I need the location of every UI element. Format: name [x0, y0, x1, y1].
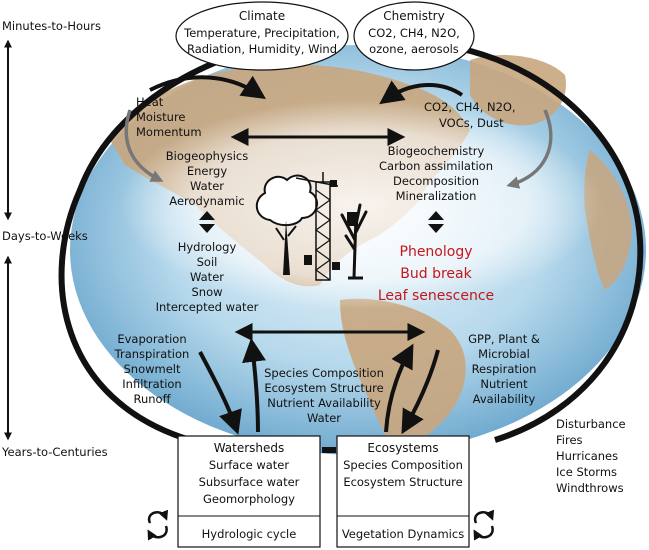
biogeophysics-block: Biogeophysics Energy Water Aerodynamic [166, 149, 248, 208]
europe-africa-landmass [584, 150, 632, 290]
flux-tower-icon [295, 172, 340, 281]
leafy-tree-icon [255, 174, 318, 275]
hydrology-block: Hydrology Soil Water Snow Intercepted wa… [156, 240, 259, 314]
outer-cycle-ring-right [457, 45, 644, 443]
nutrient-availability-label: Nutrient Availability [267, 396, 381, 410]
microbial-label: Microbial [478, 347, 530, 361]
biogeochemistry-mineralization: Mineralization [396, 189, 477, 203]
ecosystems-box: Ecosystems Species Composition Ecosystem… [336, 435, 470, 548]
disturbance-ice-storms: Ice Storms [556, 465, 617, 479]
chemistry-line-1: CO2, CH4, N2O, [368, 26, 460, 40]
hydrology-title: Hydrology [178, 240, 237, 254]
trace-gas-flux-arrow [506, 109, 553, 189]
hydrologic-cycle-icon [147, 509, 169, 541]
ecosystems-species-composition: Species Composition [343, 458, 463, 472]
chemistry-oval: Chemistry CO2, CH4, N2O, ozone, aerosols [353, 1, 475, 71]
flux-momentum: Momentum [136, 125, 202, 139]
timescale-years-label: Years-to-Centuries [1, 445, 108, 459]
biogeophysics-energy: Energy [187, 164, 227, 178]
hydrology-snow: Snow [191, 285, 222, 299]
water-label: Water [307, 411, 341, 425]
phenology-title: Phenology [400, 244, 473, 260]
hydrology-intercepted: Intercepted water [156, 300, 259, 314]
heat-flux-arrow [124, 109, 164, 182]
bare-tree-icon [340, 203, 368, 280]
ecosystems-structure: Ecosystem Structure [343, 475, 462, 489]
watersheds-surface-water: Surface water [209, 458, 290, 472]
chemistry-line-2: ozone, aerosols [369, 42, 459, 56]
biogeochemistry-carbon: Carbon assimilation [379, 159, 493, 173]
biogeophysics-water: Water [190, 179, 224, 193]
gpp-block: GPP, Plant & Microbial Respiration Nutri… [468, 332, 540, 406]
watersheds-box: Watersheds Surface water Subsurface wate… [177, 435, 321, 548]
watersheds-title: Watersheds [214, 441, 285, 455]
biogeochemistry-block: Biogeochemistry Carbon assimilation Deco… [379, 144, 493, 203]
fluxes-left-label: Heat Moisture Momentum [136, 95, 202, 139]
respiration-label: Respiration [472, 362, 537, 376]
biogeophysics-title: Biogeophysics [166, 149, 248, 163]
species-composition-label: Species Composition [264, 366, 384, 380]
biogeochemistry-title: Biogeochemistry [388, 144, 485, 158]
climate-title: Climate [239, 9, 285, 23]
watersheds-geomorphology: Geomorphology [203, 492, 295, 506]
outer-cycle-ring [58, 39, 291, 443]
transpiration-label: Transpiration [114, 347, 190, 361]
ecosystem-structure-label: Ecosystem Structure [264, 381, 383, 395]
infiltration-label: Infiltration [122, 377, 181, 391]
left-up-arrow [242, 337, 266, 433]
hydrology-soil: Soil [197, 255, 218, 269]
snowmelt-label: Snowmelt [123, 362, 181, 376]
disturbance-block: Disturbance Fires Hurricanes Ice Storms … [556, 417, 626, 495]
fluxes-right-label: CO2, CH4, N2O, VOCs, Dust [424, 100, 516, 130]
vegetation-cycle-icon [473, 509, 495, 541]
nutrient-label: Nutrient [480, 377, 528, 391]
disturbance-fires: Fires [556, 433, 583, 447]
watersheds-subsurface-water: Subsurface water [199, 475, 300, 489]
vegetation-dynamics-label: Vegetation Dynamics [342, 527, 464, 541]
gpp-label: GPP, Plant & [468, 332, 540, 346]
phenology-block: Phenology Bud break Leaf senescence [378, 244, 494, 304]
runoff-label: Runoff [133, 392, 171, 406]
hydrologic-cycle-label: Hydrologic cycle [202, 527, 297, 541]
chemistry-title: Chemistry [383, 9, 444, 23]
climate-line-1: Temperature, Precipitation, [183, 26, 340, 40]
timescale-days-label: Days-to-Weeks [2, 229, 88, 243]
hydrology-water: Water [190, 270, 224, 284]
flux-gases: CO2, CH4, N2O, [424, 100, 516, 114]
ecosystems-title: Ecosystems [367, 441, 438, 455]
greenland-landmass [470, 55, 566, 126]
right-up-arrow [384, 343, 414, 433]
flux-vocs-dust: VOCs, Dust [439, 116, 504, 130]
right-updown-arrow [428, 211, 444, 233]
species-block: Species Composition Ecosystem Structure … [264, 366, 384, 425]
climate-to-land-arrow [149, 75, 266, 99]
evaporation-label: Evaporation [117, 332, 186, 346]
phenology-leaf-senescence: Leaf senescence [378, 288, 494, 304]
phenology-bud-break: Bud break [400, 266, 472, 282]
tower-instrument-box [347, 212, 358, 226]
climate-line-2: Radiation, Humidity, Wind [187, 42, 337, 56]
availability-label: Availability [473, 392, 536, 406]
disturbance-hurricanes: Hurricanes [556, 449, 618, 463]
biogeochemistry-decomposition: Decomposition [393, 174, 479, 188]
timescale-minutes-label: Minutes-to-Hours [2, 19, 101, 33]
chemistry-to-land-arrow [379, 80, 464, 105]
left-updown-arrow [199, 211, 215, 233]
left-down-arrow [198, 351, 242, 435]
right-down-arrow [401, 349, 440, 435]
disturbance-title: Disturbance [556, 417, 626, 431]
evaporation-block: Evaporation Transpiration Snowmelt Infil… [114, 332, 190, 406]
biogeophysics-aerodynamic: Aerodynamic [169, 194, 244, 208]
flux-heat: Heat [136, 95, 164, 109]
climate-oval: Climate Temperature, Precipitation, Radi… [175, 1, 349, 71]
timescale-axis: Minutes-to-Hours Days-to-Weeks Years-to-… [1, 19, 108, 459]
flux-moisture: Moisture [136, 110, 186, 124]
disturbance-windthrows: Windthrows [556, 481, 624, 495]
